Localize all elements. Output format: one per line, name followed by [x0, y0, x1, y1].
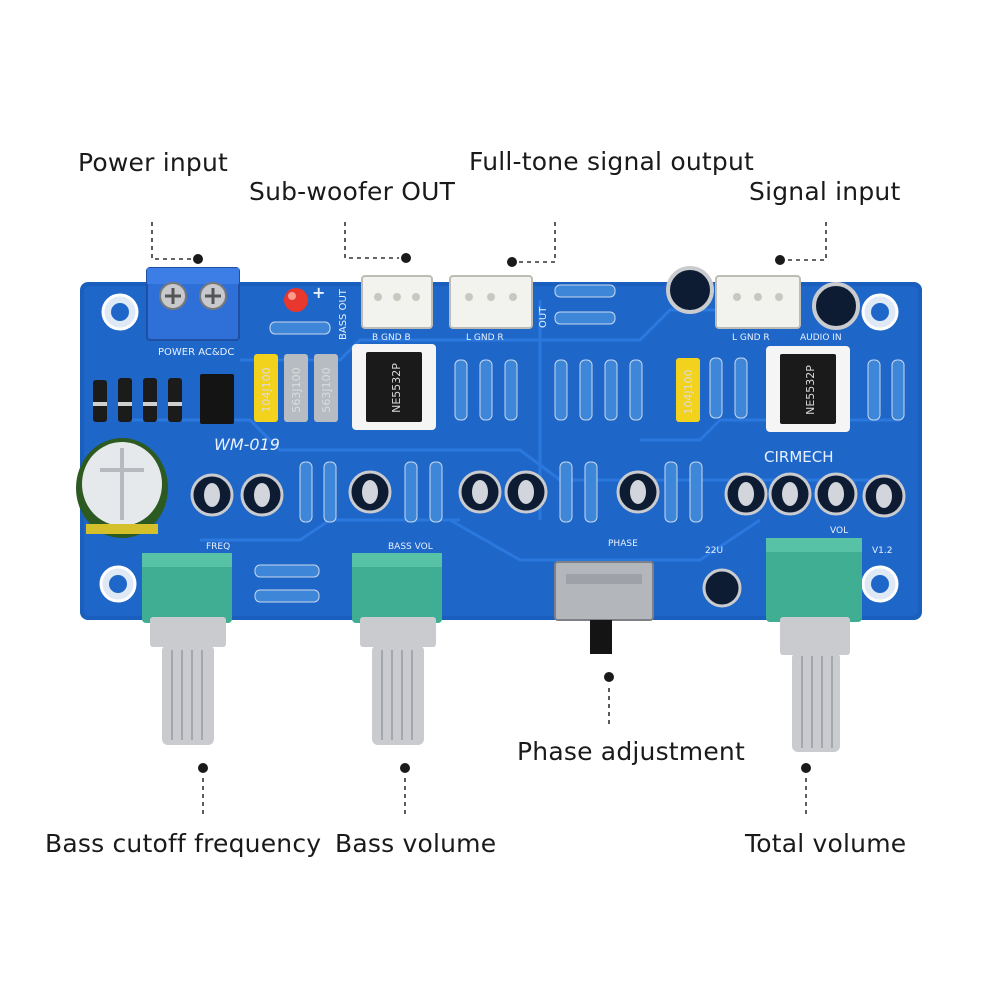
callout-subwoofer-out: Sub-woofer OUT	[249, 177, 456, 206]
silk-vol: VOL	[830, 526, 848, 536]
film-capacitors	[254, 354, 700, 422]
silk-bass-vol: BASS VOL	[388, 542, 433, 552]
callout-leaders	[151, 222, 827, 818]
svg-text:+: +	[312, 283, 325, 302]
silk-audio-in: AUDIO IN	[800, 333, 842, 343]
silk-brand: CIRMECH	[764, 448, 834, 466]
diodes	[93, 374, 234, 424]
led: +	[284, 283, 325, 312]
silk-bass-out: BASS OUT	[338, 288, 349, 340]
op-amp-chips	[352, 344, 850, 432]
silk-freq: FREQ	[206, 542, 230, 552]
callout-bass-cutoff: Bass cutoff frequency	[45, 829, 322, 858]
silk-22u: 22U	[705, 546, 723, 556]
callout-dots	[191, 251, 813, 775]
silk-power: POWER AC&DC	[158, 347, 234, 358]
potentiometer-freq	[142, 553, 232, 745]
silk-model: WM-019	[214, 435, 280, 454]
film-cap-3-label: 563J100	[320, 367, 333, 412]
callout-total-volume: Total volume	[745, 829, 907, 858]
callout-power-input: Power input	[78, 148, 229, 177]
silk-version: V1.2	[872, 546, 892, 556]
silk-out: OUT	[538, 306, 549, 328]
callout-phase-adjustment: Phase adjustment	[517, 737, 745, 766]
main-capacitor	[76, 438, 168, 538]
callout-fulltone-output: Full-tone signal output	[469, 147, 754, 176]
film-cap-4-label: 104J100	[682, 369, 695, 414]
potentiometer-bass-vol	[352, 553, 442, 745]
silk-phase: PHASE	[608, 539, 638, 549]
power-terminal	[146, 267, 240, 341]
potentiometer-vol	[766, 538, 862, 752]
connectors	[361, 275, 801, 329]
silk-conn-l-gnd-r: L GND R	[466, 333, 504, 343]
film-cap-1-label: 104J100	[260, 367, 273, 412]
film-cap-2-label: 563J100	[290, 367, 303, 412]
phase-switch	[554, 561, 654, 654]
capacitors-top	[666, 266, 860, 330]
silk-conn-in: L GND R	[732, 333, 770, 343]
ic-2-label: NE5532P	[804, 365, 817, 415]
callout-bass-volume: Bass volume	[335, 829, 497, 858]
silk-conn-b-gnd-b: B GND B	[372, 333, 411, 343]
resistors	[254, 284, 905, 603]
callout-signal-input: Signal input	[749, 177, 901, 206]
ic-1-label: NE5532P	[390, 363, 403, 413]
